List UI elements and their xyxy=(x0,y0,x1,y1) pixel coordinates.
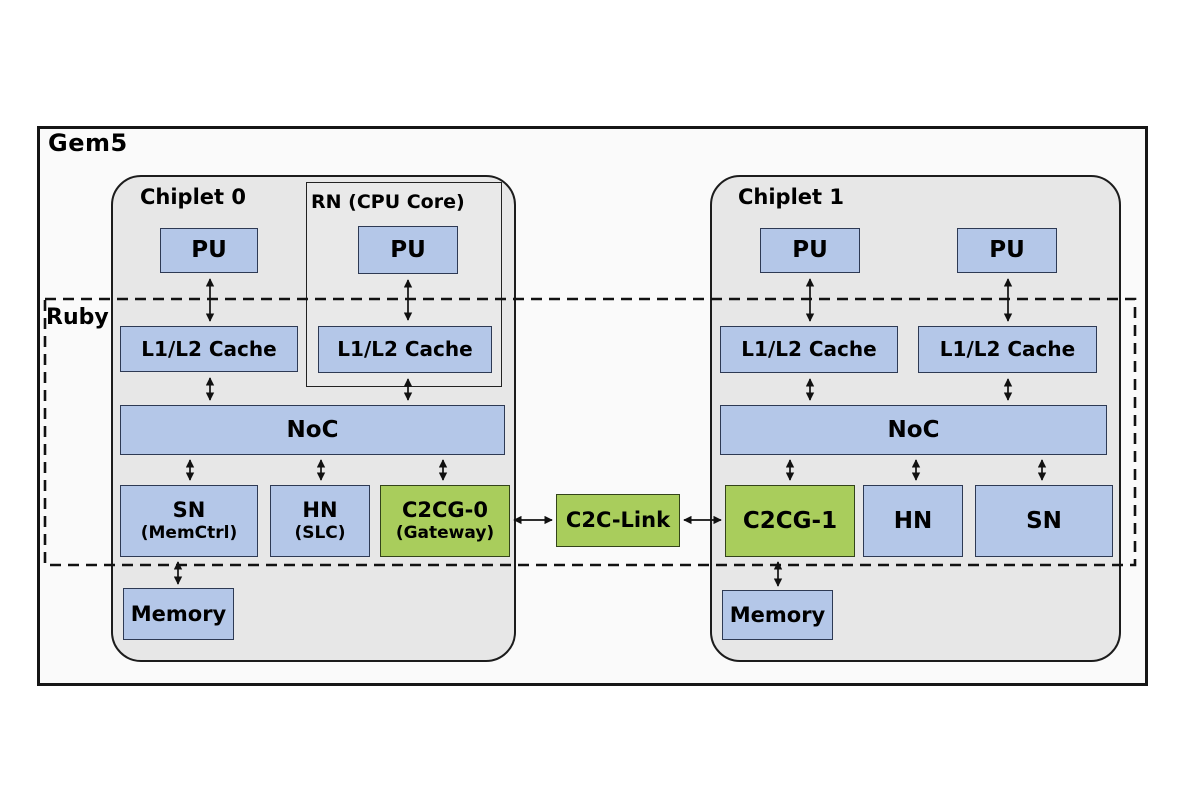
node-hn-chiplet0-sublabel: (SLC) xyxy=(294,523,346,544)
node-sn-chiplet1: SN xyxy=(975,485,1113,557)
node-sn-chiplet0-label: SN xyxy=(172,498,206,523)
node-pu-right-chiplet1: PU xyxy=(957,228,1057,273)
gem5-title: Gem5 xyxy=(48,129,128,157)
chiplet0-title: Chiplet 0 xyxy=(140,185,246,209)
node-noc-chiplet0: NoC xyxy=(120,405,505,455)
node-c2c-link: C2C-Link xyxy=(556,494,680,547)
node-pu-chiplet0: PU xyxy=(160,228,258,273)
node-memory-chiplet0: Memory xyxy=(123,588,234,640)
node-pu-rn: PU xyxy=(358,226,458,274)
ruby-label: Ruby xyxy=(46,305,109,330)
node-pu-left-chiplet1: PU xyxy=(760,228,860,273)
chiplet1-title: Chiplet 1 xyxy=(738,185,844,209)
node-sn-chiplet0: SN (MemCtrl) xyxy=(120,485,258,557)
node-memory-chiplet1: Memory xyxy=(722,590,833,640)
node-c2cg0: C2CG-0 (Gateway) xyxy=(380,485,510,557)
node-hn-chiplet0: HN (SLC) xyxy=(270,485,370,557)
node-sn-chiplet0-sublabel: (MemCtrl) xyxy=(140,523,238,544)
node-c2cg0-sublabel: (Gateway) xyxy=(395,523,495,544)
node-c2cg1: C2CG-1 xyxy=(725,485,855,557)
node-noc-chiplet1: NoC xyxy=(720,405,1107,455)
node-c2cg0-label: C2CG-0 xyxy=(402,498,488,523)
node-hn-chiplet1: HN xyxy=(863,485,963,557)
node-l1l2-cache-right-chiplet1: L1/L2 Cache xyxy=(918,326,1097,373)
node-l1l2-cache-rn: L1/L2 Cache xyxy=(318,326,492,373)
node-l1l2-cache-left-chiplet1: L1/L2 Cache xyxy=(720,326,898,373)
rn-cpu-core-title: RN (CPU Core) xyxy=(311,191,465,213)
node-hn-chiplet0-label: HN xyxy=(302,498,338,523)
node-l1l2-cache-chiplet0: L1/L2 Cache xyxy=(120,326,298,372)
